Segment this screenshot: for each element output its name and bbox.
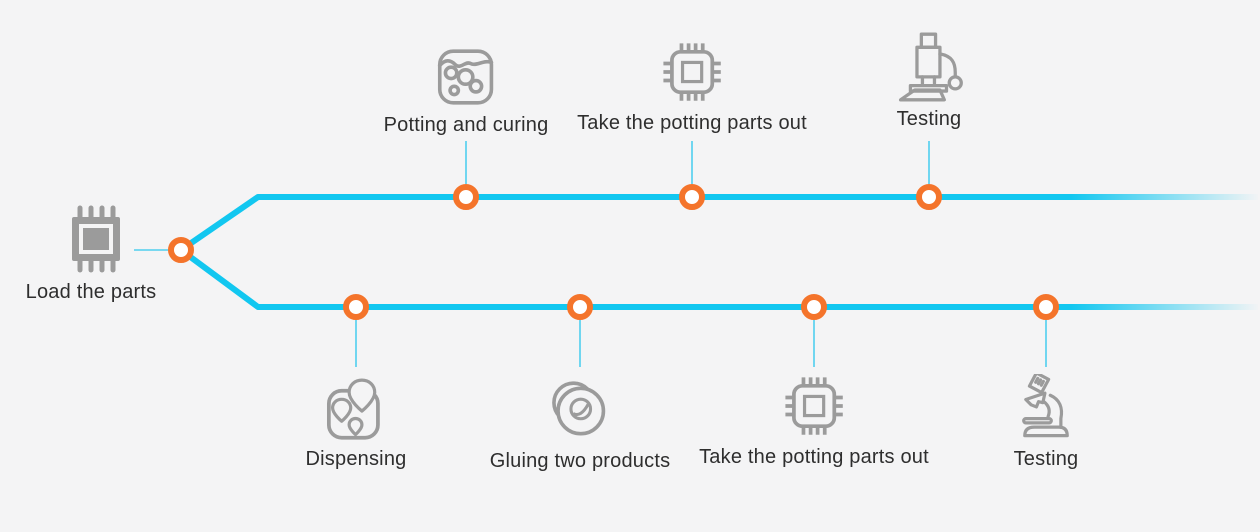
chip-icon: [780, 368, 848, 440]
top-branch-line: [179, 194, 1258, 253]
flow-node-bottom-4: [1033, 294, 1059, 320]
flow-node-top-1: [453, 184, 479, 210]
bottom-branch-line: [179, 247, 1258, 310]
flow-node-bottom-1: [343, 294, 369, 320]
flow-step: Testing: [1012, 370, 1080, 471]
step-label: Testing: [1013, 448, 1079, 470]
chip-icon: [658, 34, 726, 106]
step-label: Take the potting parts out: [577, 112, 807, 134]
flow-step: Testing: [894, 30, 964, 131]
flow-node-top-2: [679, 184, 705, 210]
start-step-label: Load the parts: [25, 281, 157, 303]
flow-step: Potting and curing: [384, 36, 549, 137]
flow-step: Take the potting parts out: [699, 368, 929, 469]
flow-step: Dispensing: [306, 370, 407, 471]
step-label: Testing: [896, 108, 962, 130]
potting-jar-icon: [435, 36, 497, 108]
microscope-icon: [1012, 370, 1080, 442]
step-label: Take the potting parts out: [699, 446, 929, 468]
flow-node-bottom-2: [567, 294, 593, 320]
step-label: Dispensing: [305, 448, 407, 470]
flow-step: Gluing two products: [490, 372, 671, 473]
microscope-icon: [894, 30, 964, 102]
step-label: Potting and curing: [383, 114, 549, 136]
flow-step: Take the potting parts out: [577, 34, 807, 135]
flow-node-bottom-3: [801, 294, 827, 320]
flow-node-start: [168, 237, 194, 263]
step-label: Gluing two products: [489, 450, 671, 472]
flow-node-top-3: [916, 184, 942, 210]
chip-filled-icon: [70, 203, 122, 275]
map-pins-icon: [324, 370, 388, 442]
glued-discs-icon: [547, 372, 613, 444]
